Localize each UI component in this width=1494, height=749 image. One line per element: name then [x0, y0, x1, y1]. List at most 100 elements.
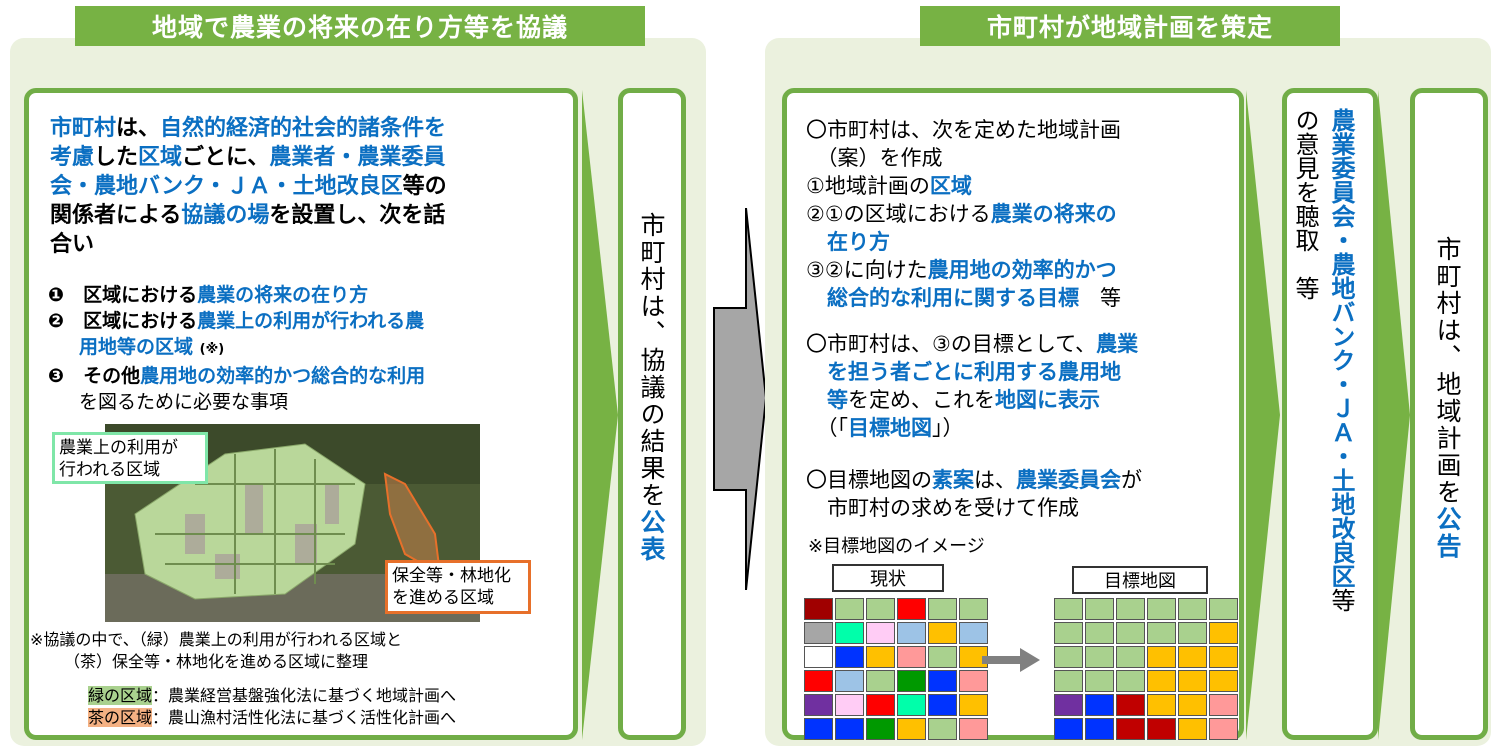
text-run: 市町村の求めを受けて作成: [806, 496, 1079, 520]
arrow-right-icon: [982, 648, 1040, 672]
right-block-1: 〇市町村は、次を定めた地域計画 （案）を作成 ①地域計画の区域 ②①の区域におけ…: [806, 116, 1236, 312]
item-2-number: ❷: [48, 310, 65, 332]
highlight-text: 区域: [138, 145, 183, 170]
map-cell: [866, 598, 895, 620]
highlight-text: 農業の将来の在り方: [197, 284, 369, 306]
highlight-text: 公告: [1433, 506, 1462, 560]
text-run: を設置し、次を話: [269, 203, 446, 228]
map-cell: [835, 718, 864, 740]
highlight-text: 農業委員会: [1016, 468, 1121, 492]
item-3-text: その他農用地の効率的かつ総合的な利用: [83, 365, 425, 387]
text-run: は、: [116, 116, 161, 141]
map-cell: [1178, 718, 1207, 740]
map-cell: [1209, 718, 1238, 740]
intro-line: 関係者による協議の場を設置し、次を話: [50, 201, 570, 230]
plan-line: （案）を作成: [806, 144, 1236, 172]
map-cell: [1178, 622, 1207, 644]
map-cell: [897, 694, 926, 716]
legend-green-text: ：農業経営基盤強化法に基づく地域計画へ: [152, 686, 457, 705]
highlight-text: 農用地の効率的かつ: [927, 258, 1117, 282]
left-intro: 市町村は、自然的経済的社会的諸条件を 考慮した区域ごとに、農業者・農業委員 会・…: [50, 114, 570, 259]
highlight-text: 等: [806, 388, 848, 412]
text-run: 合い: [50, 232, 95, 257]
map-cell: [804, 598, 833, 620]
right-header: 市町村が地域計画を策定: [920, 6, 1340, 46]
highlight-text: 農業: [1096, 332, 1139, 356]
item-3-number: ❸: [48, 365, 65, 387]
map-cell: [1116, 718, 1145, 740]
map-cell: [1178, 646, 1207, 668]
map-cell: [959, 598, 988, 620]
text-run: 〇市町村は、次を定めた地域計画: [806, 118, 1121, 142]
map-cell: [1178, 598, 1207, 620]
map-cell: [835, 598, 864, 620]
text-run: ②①の区域における: [806, 202, 991, 226]
item-1-text: 区域における農業の将来の在り方: [83, 284, 368, 306]
plan-line: 〇市町村は、次を定めた地域計画: [806, 116, 1236, 144]
map-cell: [1209, 670, 1238, 692]
map-cell: [1116, 646, 1145, 668]
plan-line: ②①の区域における農業の将来の: [806, 200, 1236, 228]
text-run: が: [1121, 468, 1142, 492]
map-cell: [897, 670, 926, 692]
intro-line: 合い: [50, 230, 570, 259]
map-cell: [835, 622, 864, 644]
item-2-text: 区域における農業上の利用が行われる農: [83, 310, 424, 332]
map-cell: [866, 694, 895, 716]
map-cell: [959, 670, 988, 692]
text-run: 」）: [932, 416, 964, 440]
target-map-grid: [1054, 598, 1238, 740]
map-cell: [804, 694, 833, 716]
mid-vertical-text-2: の意見を聴取 等: [1291, 108, 1319, 300]
text-run: 等の: [402, 174, 447, 199]
highlight-text: を担う者ごとに利用する農用地: [806, 360, 1121, 384]
plan-line: 〇市町村は、③の目標として、農業: [806, 330, 1236, 358]
text-run: ③②に向けた: [806, 258, 928, 282]
map-cell: [1209, 646, 1238, 668]
highlight-text: 農業の将来の: [990, 202, 1117, 226]
plan-line: 総合的な利用に関する目標 等: [806, 284, 1236, 312]
chevron-arrow-icon: [582, 90, 618, 740]
map-cell: [1116, 622, 1145, 644]
map-cell: [1178, 670, 1207, 692]
map-cell: [1116, 598, 1145, 620]
map-cell: [1147, 694, 1176, 716]
text-run: 市町村は、協議の結果を: [637, 212, 666, 509]
item-1-number: ❶: [48, 284, 65, 306]
text-run: ごとに、: [182, 145, 270, 170]
highlight-text: 自然的経済的社会的諸条件を: [160, 116, 447, 141]
highlight-text: 農業者・農業委員: [269, 145, 446, 170]
map-cell: [866, 718, 895, 740]
text-run: 関係者による: [50, 203, 182, 228]
left-main-box: [24, 88, 578, 740]
big-arrow-icon: [713, 208, 768, 590]
map-cell: [928, 646, 957, 668]
map-cell: [928, 718, 957, 740]
map-cell: [959, 718, 988, 740]
highlight-text: 目標地図: [848, 416, 932, 440]
map-cell: [1054, 718, 1083, 740]
text-run: 市町村は、地域計画を: [1433, 236, 1462, 506]
item-list: ❶ 区域における農業の将来の在り方 ❷ 区域における農業上の利用が行われる農 用…: [48, 282, 568, 415]
map-cell: [804, 670, 833, 692]
text-run: を定め、これを: [848, 388, 995, 412]
text-run: 等: [1327, 588, 1355, 612]
text-run: その他: [83, 365, 141, 387]
map-cell: [928, 598, 957, 620]
text-run: 〇目標地図の: [806, 468, 932, 492]
mid-vertical-text-1: 農業委員会・農地バンク・ＪＡ・土地改良区等: [1326, 108, 1356, 728]
right-last-vertical-box: [1410, 88, 1488, 740]
highlight-text: 農用地の効率的かつ総合的な利用: [140, 365, 426, 387]
item-3-cont: を図るために必要な事項: [79, 391, 289, 413]
map-cell: [1116, 670, 1145, 692]
note-1: ※協議の中で、（緑）農業上の利用が行われる区域と: [30, 630, 402, 649]
map-cell: [897, 622, 926, 644]
map-cell: [959, 694, 988, 716]
chevron-arrow-icon: [1246, 90, 1280, 740]
map-cell: [1085, 694, 1114, 716]
left-vertical-text: 市町村は、協議の結果を公表: [636, 212, 666, 632]
map-cell: [959, 622, 988, 644]
chevron-arrow-icon: [1378, 90, 1410, 740]
map-cell: [897, 598, 926, 620]
item-2-cont: 用地等の区域 (※): [48, 334, 568, 363]
